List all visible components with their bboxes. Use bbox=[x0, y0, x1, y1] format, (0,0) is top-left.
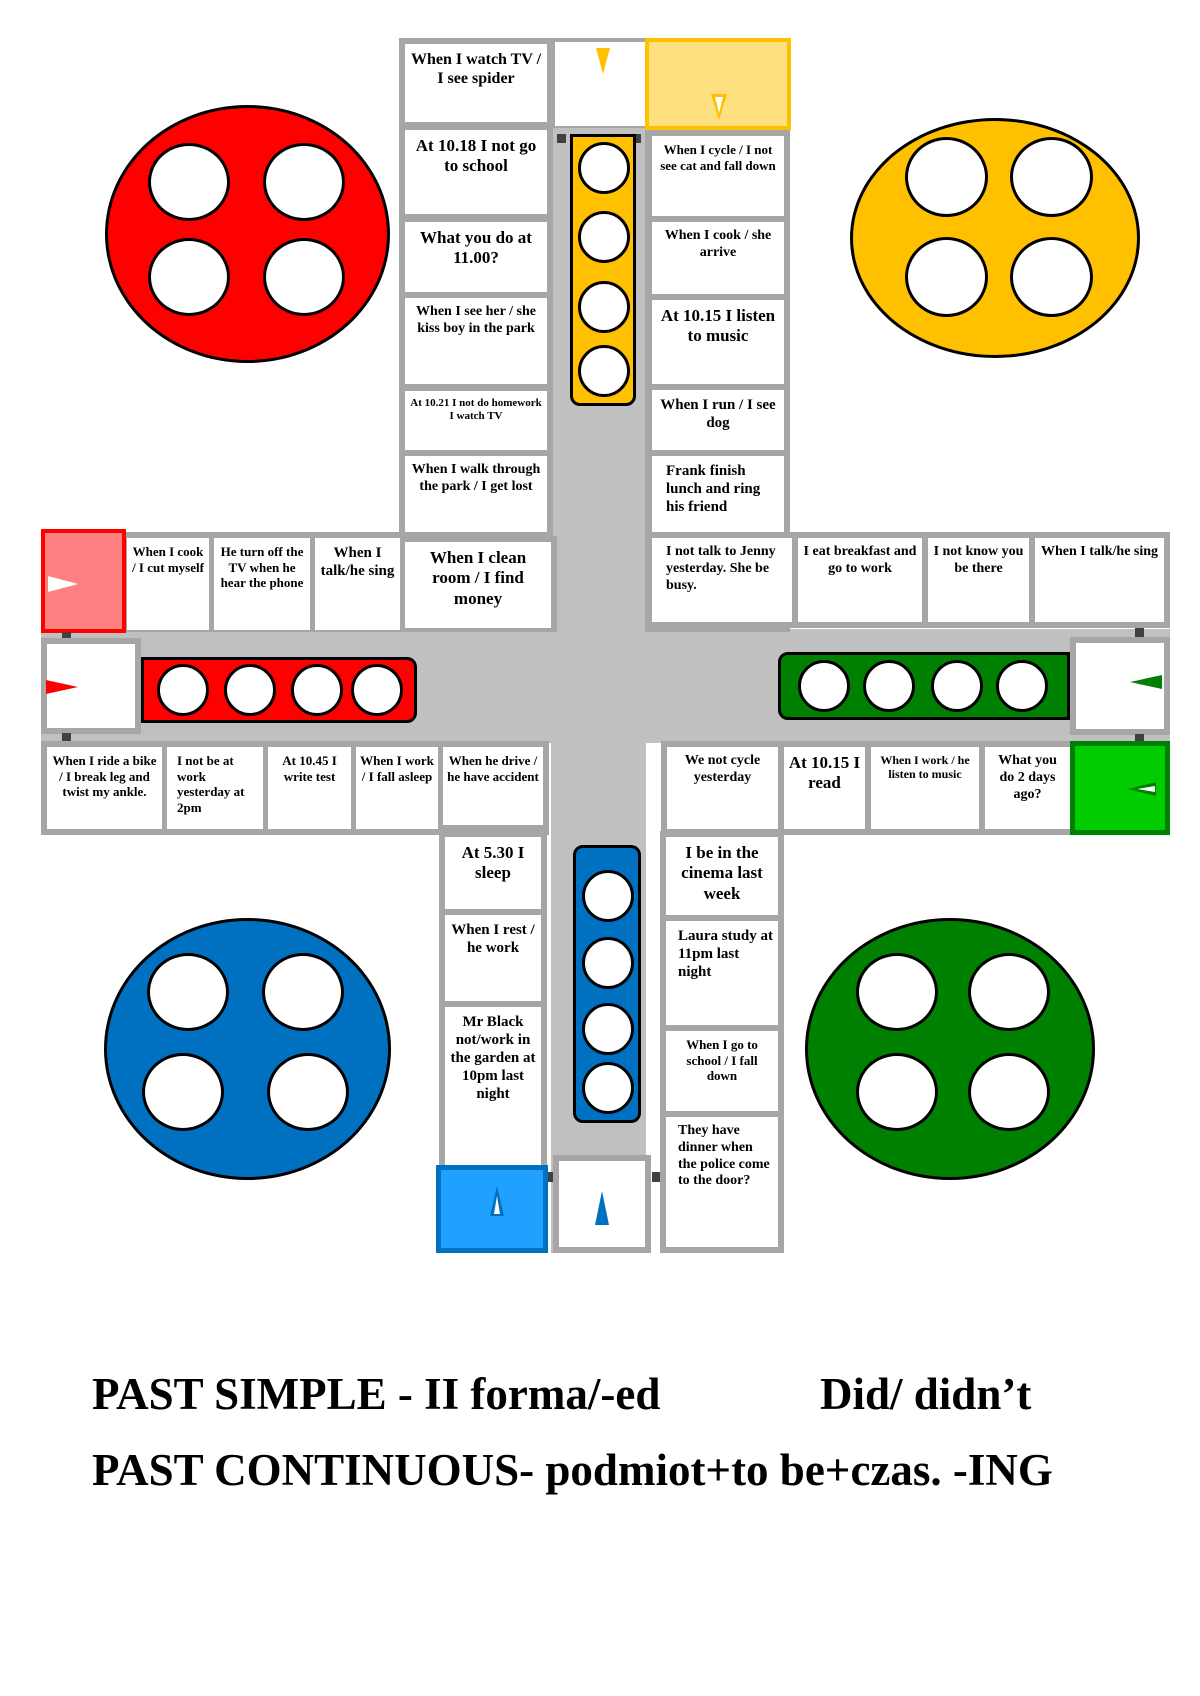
board-cell[interactable]: When I walk through the park / I get los… bbox=[405, 456, 547, 532]
home-hole[interactable] bbox=[267, 1053, 349, 1131]
board-cell[interactable]: He turn off the TV when he hear the phon… bbox=[214, 538, 310, 630]
home-hole[interactable] bbox=[147, 953, 229, 1031]
board-cell[interactable]: When I cook / I cut myself bbox=[127, 538, 209, 630]
board-cell[interactable]: When I go to school / I fall down bbox=[666, 1031, 778, 1111]
finish-hole[interactable] bbox=[224, 664, 276, 716]
finish-hole[interactable] bbox=[863, 660, 915, 712]
rule-past-simple-aux: Did/ didn’t bbox=[820, 1369, 1032, 1419]
yellow-home bbox=[850, 118, 1140, 358]
blue-arrow-icon bbox=[595, 1191, 609, 1225]
board-cell[interactable]: When I rest / he work bbox=[445, 915, 541, 1001]
board-cell[interactable]: When I see her / she kiss boy in the par… bbox=[405, 298, 547, 384]
green-start-arrow-inner-icon bbox=[1137, 786, 1155, 792]
board-cell[interactable]: When I run / I see dog bbox=[652, 390, 784, 450]
finish-hole[interactable] bbox=[582, 1003, 634, 1055]
home-hole[interactable] bbox=[856, 1053, 938, 1131]
yellow-arrow-icon bbox=[596, 48, 610, 74]
home-hole[interactable] bbox=[1010, 237, 1093, 317]
ludo-board: When I watch TV / I see spider At 10.18 … bbox=[41, 38, 1170, 1253]
yellow-start-square[interactable] bbox=[645, 38, 791, 130]
board-cell[interactable]: At 10.45 I write test bbox=[268, 747, 351, 829]
board-cell[interactable]: I eat breakfast and go to work bbox=[798, 538, 922, 622]
home-hole[interactable] bbox=[968, 1053, 1050, 1131]
board-cell[interactable]: When he drive / he have accident bbox=[443, 747, 543, 825]
board-cell[interactable]: When I work / I fall asleep bbox=[356, 747, 438, 829]
finish-hole[interactable] bbox=[996, 660, 1048, 712]
track-tick bbox=[62, 632, 71, 640]
board-cell[interactable]: When I work / he listen to music bbox=[871, 747, 979, 829]
finish-hole[interactable] bbox=[578, 142, 630, 194]
yellow-finish-lane bbox=[570, 134, 636, 406]
board-cell[interactable]: When I cycle / I not see cat and fall do… bbox=[652, 136, 784, 216]
finish-hole[interactable] bbox=[157, 664, 209, 716]
board-cell[interactable]: At 10.15 I read bbox=[784, 747, 865, 829]
home-hole[interactable] bbox=[905, 137, 988, 217]
finish-hole[interactable] bbox=[291, 664, 343, 716]
track-tick bbox=[62, 733, 71, 741]
finish-hole[interactable] bbox=[582, 1062, 634, 1114]
board-cell[interactable]: When I watch TV / I see spider bbox=[405, 44, 547, 122]
board-cell[interactable]: What you do 2 days ago? bbox=[985, 747, 1070, 829]
track-tick bbox=[1135, 734, 1144, 742]
finish-hole[interactable] bbox=[582, 870, 634, 922]
board-cell[interactable]: When I ride a bike / I break leg and twi… bbox=[47, 747, 162, 829]
track-tick bbox=[632, 134, 641, 143]
board-cell[interactable]: When I clean room / I find money bbox=[405, 542, 551, 628]
board-cell[interactable]: I not talk to Jenny yesterday. She be bu… bbox=[652, 538, 792, 622]
blue-finish-lane bbox=[573, 845, 641, 1123]
rule-past-continuous: PAST CONTINUOUS- podmiot+to be+czas. -IN… bbox=[92, 1445, 1053, 1495]
finish-hole[interactable] bbox=[578, 281, 630, 333]
board-cell[interactable]: We not cycle yesterday bbox=[667, 747, 778, 829]
finish-hole[interactable] bbox=[582, 937, 634, 989]
home-hole[interactable] bbox=[262, 953, 344, 1031]
finish-hole[interactable] bbox=[931, 660, 983, 712]
board-cell[interactable]: Laura study at 11pm last night bbox=[666, 921, 778, 1025]
board-cell[interactable]: Mr Black not/work in the garden at 10pm … bbox=[445, 1007, 541, 1165]
home-hole[interactable] bbox=[905, 237, 988, 317]
track-tick bbox=[548, 1172, 556, 1182]
track-tick bbox=[557, 134, 566, 143]
finish-hole[interactable] bbox=[578, 211, 630, 263]
red-home bbox=[105, 105, 390, 363]
red-finish-lane bbox=[141, 657, 417, 723]
finish-hole[interactable] bbox=[798, 660, 850, 712]
home-hole[interactable] bbox=[263, 238, 345, 316]
finish-hole[interactable] bbox=[351, 664, 403, 716]
board-cell[interactable]: When I cook / she arrive bbox=[652, 222, 784, 294]
board-cell[interactable]: Frank finish lunch and ring his friend bbox=[652, 456, 784, 532]
blue-start-arrow-inner-icon bbox=[494, 1196, 500, 1214]
rule-past-simple: PAST SIMPLE - II forma/-ed bbox=[92, 1369, 661, 1419]
board-cell[interactable]: At 10.21 I not do homework I watch TV bbox=[405, 391, 547, 450]
board-cell[interactable]: At 10.18 I not go to school bbox=[405, 130, 547, 214]
track-tick bbox=[652, 1172, 660, 1182]
red-start-arrow-icon bbox=[48, 576, 78, 592]
home-hole[interactable] bbox=[856, 953, 938, 1031]
board-cell[interactable]: I be in the cinema last week bbox=[666, 837, 778, 915]
finish-hole[interactable] bbox=[578, 345, 630, 397]
red-arrow-icon bbox=[46, 680, 78, 694]
blue-home bbox=[104, 918, 391, 1180]
board-cell[interactable]: At 5.30 I sleep bbox=[445, 837, 541, 909]
home-hole[interactable] bbox=[1010, 137, 1093, 217]
board-cell[interactable]: At 10.15 I listen to music bbox=[652, 300, 784, 384]
home-hole[interactable] bbox=[148, 143, 230, 221]
board-cell[interactable]: What you do at 11.00? bbox=[405, 222, 547, 292]
board-cell[interactable]: I not be at work yesterday at 2pm bbox=[167, 747, 263, 829]
home-hole[interactable] bbox=[263, 143, 345, 221]
board-cell[interactable]: They have dinner when the police come to… bbox=[666, 1117, 778, 1247]
board-cell[interactable]: When I talk/he sing bbox=[1035, 538, 1164, 622]
home-hole[interactable] bbox=[968, 953, 1050, 1031]
yellow-start-arrow-inner-icon bbox=[715, 97, 723, 113]
green-finish-lane bbox=[778, 652, 1070, 720]
green-home bbox=[805, 918, 1095, 1180]
board-cell[interactable]: When I talk/he sing bbox=[315, 538, 400, 630]
track-tick bbox=[1135, 628, 1144, 638]
green-arrow-icon bbox=[1130, 675, 1162, 689]
board-cell[interactable]: I not know you be there bbox=[928, 538, 1029, 622]
home-hole[interactable] bbox=[148, 238, 230, 316]
home-hole[interactable] bbox=[142, 1053, 224, 1131]
